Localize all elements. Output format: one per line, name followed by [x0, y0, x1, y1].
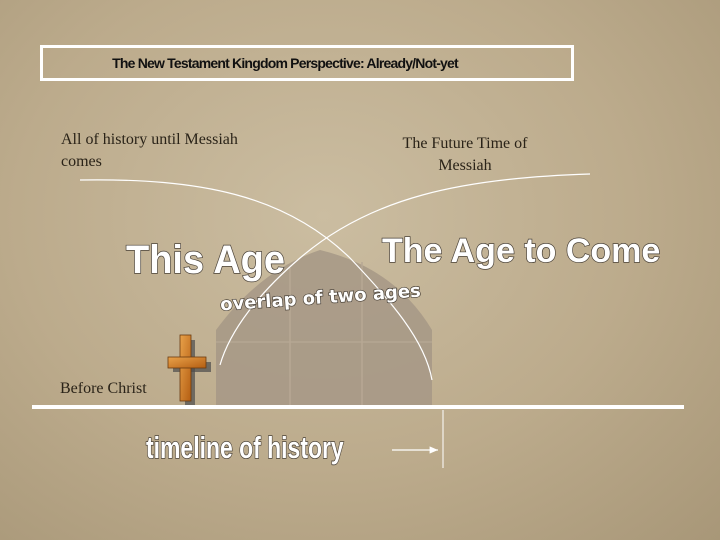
overlap-region [216, 250, 432, 408]
this-age-heading: This Age [126, 238, 285, 282]
page-title: The New Testament Kingdom Perspective: A… [112, 55, 459, 71]
age-to-come-curve [219, 173, 591, 366]
future-time-label: The Future Time of Messiah [402, 135, 528, 174]
before-christ-label: Before Christ [60, 380, 147, 397]
age-to-come-heading: The Age to Come [382, 232, 660, 270]
title-box: The New Testament Kingdom Perspective: A… [40, 45, 574, 81]
cross-icon [167, 334, 211, 406]
this-age-curve [79, 179, 433, 381]
timeline-heading: timeline of history [146, 430, 344, 465]
history-until-messiah-label: All of history until Messiah comes [61, 131, 238, 170]
